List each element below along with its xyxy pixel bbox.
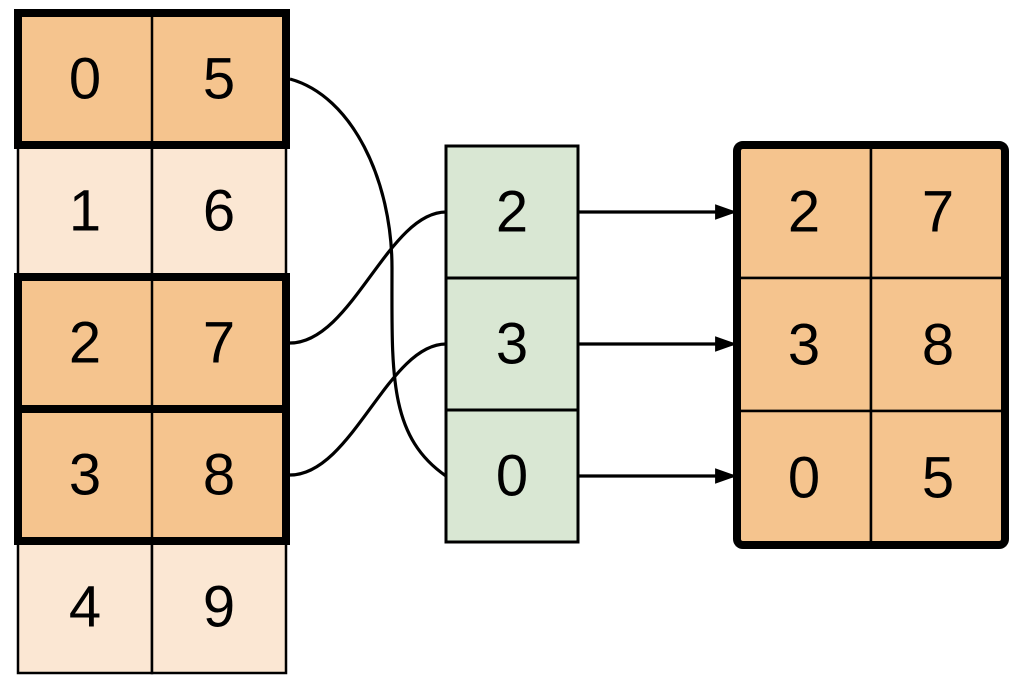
result-cell <box>869 276 1007 413</box>
source-cell <box>150 143 288 279</box>
source-cell-value: 2 <box>69 311 101 376</box>
source-cell-value: 5 <box>203 47 235 112</box>
connector-curve-row3-to-index3 <box>289 342 447 477</box>
index-value: 2 <box>496 180 528 245</box>
result-cell-value: 2 <box>788 180 820 245</box>
source-cell <box>16 143 154 279</box>
source-cell-value: 8 <box>203 443 235 508</box>
result-cell <box>735 143 873 280</box>
source-cell-value: 9 <box>203 575 235 640</box>
source-row-highlighted: 3 8 <box>14 405 290 545</box>
index-value: 3 <box>496 312 528 377</box>
source-cell-value: 7 <box>203 311 235 376</box>
result-cell-value: 5 <box>922 446 954 511</box>
result-cell-value: 3 <box>788 313 820 378</box>
index-cell <box>444 276 580 412</box>
source-row-highlighted: 0 5 <box>14 9 290 149</box>
source-cell-value: 0 <box>69 47 101 112</box>
source-table: 1 6 4 9 0 5 2 7 3 8 <box>14 9 290 675</box>
index-column: 2 3 0 <box>444 144 580 544</box>
connector-curves <box>289 77 447 478</box>
connector-curve-row2-to-index2 <box>289 210 447 345</box>
result-table-border <box>733 141 1009 549</box>
source-cell <box>150 539 288 675</box>
result-cell <box>869 409 1007 547</box>
index-arrows <box>578 204 738 484</box>
result-cell-value: 8 <box>922 313 954 378</box>
result-cell <box>869 143 1007 280</box>
source-cell-value: 4 <box>69 575 101 640</box>
result-cell-value: 7 <box>922 180 954 245</box>
index-value: 0 <box>496 444 528 509</box>
result-cell <box>735 409 873 547</box>
source-row: 4 9 <box>16 539 288 675</box>
result-table: 2 7 3 8 0 5 <box>733 141 1009 549</box>
source-row-highlighted: 2 7 <box>14 273 290 413</box>
source-row: 1 6 <box>16 143 288 279</box>
source-cell-value: 3 <box>69 443 101 508</box>
source-cell-value: 1 <box>69 179 101 244</box>
source-cell-value: 6 <box>203 179 235 244</box>
connector-curve-row0-to-index0 <box>289 77 447 478</box>
result-cell-value: 0 <box>788 446 820 511</box>
